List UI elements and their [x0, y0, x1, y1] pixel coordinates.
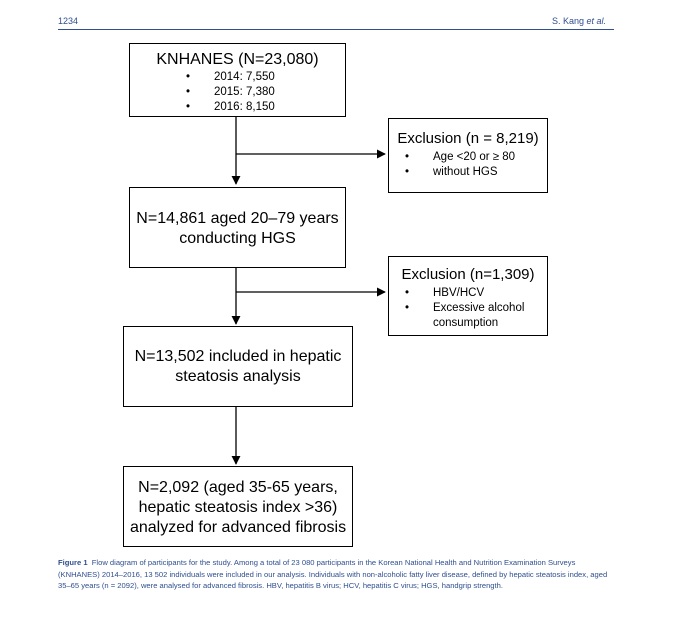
- exclusion-2-item-continued: consumption: [433, 317, 499, 329]
- exclusion-box-1: Exclusion (n = 8,219) Age <20 or ≥ 80 wi…: [388, 118, 548, 193]
- exclusion-2-item: HBV/HCV: [393, 286, 547, 301]
- aged-20-79-box: N=14,861 aged 20–79 years conducting HGS: [129, 187, 346, 268]
- page-number: 1234: [58, 16, 79, 26]
- figure-label: Figure 1: [58, 558, 88, 567]
- running-author: S. Kang et al.: [552, 16, 606, 26]
- aged-20-79-line-1: N=14,861 aged 20–79 years: [136, 210, 339, 227]
- exclusion-2-title: Exclusion (n=1,309): [401, 266, 535, 283]
- hepatic-steatosis-box: N=13,502 included in hepatic steatosis a…: [123, 326, 353, 407]
- exclusion-1-title: Exclusion (n = 8,219): [397, 130, 539, 147]
- knhanes-title: KNHANES (N=23,080): [156, 51, 319, 68]
- knhanes-box: KNHANES (N=23,080) 2014: 7,550 2015: 7,3…: [129, 43, 346, 117]
- advanced-fibrosis-line-1: N=2,092 (aged 35-65 years,: [138, 479, 338, 496]
- exclusion-2-item: Excessive alcohol: [393, 301, 547, 316]
- knhanes-year-item: 2016: 8,150: [174, 100, 345, 115]
- header-rule: [58, 29, 614, 30]
- exclusion-2-list: HBV/HCV Excessive alcohol consumption: [389, 286, 547, 331]
- exclusion-1-list: Age <20 or ≥ 80 without HGS: [389, 150, 547, 180]
- exclusion-1-item: without HGS: [393, 165, 547, 180]
- exclusion-1-item: Age <20 or ≥ 80: [393, 150, 547, 165]
- caption-text: Flow diagram of participants for the stu…: [58, 558, 608, 590]
- exclusion-box-2: Exclusion (n=1,309) HBV/HCV Excessive al…: [388, 256, 548, 336]
- figure-caption: Figure 1 Flow diagram of participants fo…: [58, 557, 618, 592]
- author-etal: et al.: [586, 16, 606, 26]
- knhanes-year-list: 2014: 7,550 2015: 7,380 2016: 8,150: [130, 70, 345, 115]
- hepatic-steatosis-line-1: N=13,502 included in hepatic: [134, 348, 342, 365]
- hepatic-steatosis-line-2: steatosis analysis: [175, 368, 301, 385]
- advanced-fibrosis-line-3: analyzed for advanced fibrosis: [129, 519, 347, 536]
- advanced-fibrosis-box: N=2,092 (aged 35-65 years, hepatic steat…: [123, 466, 353, 547]
- knhanes-year-item: 2015: 7,380: [174, 85, 345, 100]
- aged-20-79-line-2: conducting HGS: [179, 230, 296, 247]
- knhanes-year-item: 2014: 7,550: [174, 70, 345, 85]
- author-name: S. Kang: [551, 16, 587, 26]
- advanced-fibrosis-line-2: hepatic steatosis index >36): [138, 499, 338, 516]
